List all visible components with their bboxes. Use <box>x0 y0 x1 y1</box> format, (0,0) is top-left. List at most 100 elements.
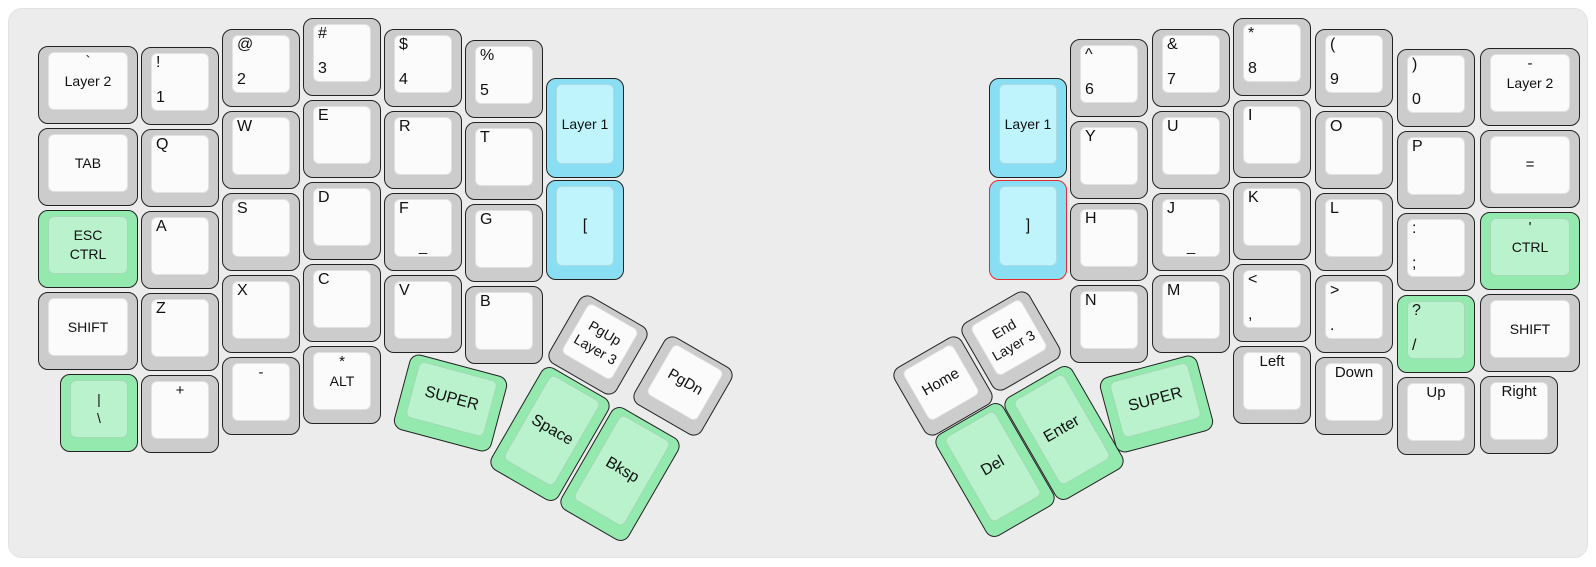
key-lbracket[interactable]: [ <box>546 180 624 280</box>
key-y[interactable]: Y <box>1070 121 1148 199</box>
key-h[interactable]: H <box>1070 203 1148 281</box>
key-2-label-bl: 2 <box>237 71 246 88</box>
key-shift-right[interactable]: SHIFT <box>1480 294 1580 372</box>
key-x[interactable]: X <box>222 275 300 353</box>
key-8-label-bl: 8 <box>1248 60 1257 77</box>
key-u[interactable]: U <box>1152 111 1230 189</box>
key-pipe-backslash-label: |\ <box>61 380 137 438</box>
key-g[interactable]: G <box>465 204 543 282</box>
key-slash-label-bl: / <box>1412 337 1417 354</box>
key-super-right-label-line: SUPER <box>1126 384 1184 415</box>
key-shift-left[interactable]: SHIFT <box>38 292 138 370</box>
key-w[interactable]: W <box>222 111 300 189</box>
key-pipe-backslash-label-line: \ <box>97 410 101 426</box>
key-right-arrow[interactable]: Right <box>1480 376 1558 454</box>
key-w-label-tl: W <box>237 118 253 135</box>
key-slash-cap <box>1407 301 1465 359</box>
key-rbracket[interactable]: ] <box>989 180 1067 280</box>
key-c[interactable]: C <box>303 264 381 342</box>
key-9[interactable]: (9 <box>1315 29 1393 107</box>
key-plus[interactable]: + <box>141 375 219 453</box>
key-minus-layer2-label: Layer 2 <box>1481 54 1579 112</box>
key-comma[interactable]: <, <box>1233 264 1311 342</box>
key-q[interactable]: Q <box>141 129 219 207</box>
key-1-label-bl: 1 <box>156 89 165 106</box>
key-pipe-backslash-cap <box>70 380 128 438</box>
key-down-arrow[interactable]: Down <box>1315 357 1393 435</box>
key-l[interactable]: L <box>1315 193 1393 271</box>
key-z-label-tl: Z <box>156 300 166 317</box>
key-z[interactable]: Z <box>141 293 219 371</box>
key-j[interactable]: J_ <box>1152 193 1230 271</box>
key-layer1-left[interactable]: Layer 1 <box>546 78 624 178</box>
key-alt-cap <box>313 352 371 410</box>
key-layer2-grave-label-tc: ` <box>85 53 91 70</box>
key-alt-label-tc: * <box>339 353 345 370</box>
key-8-cap <box>1243 24 1301 82</box>
key-alt[interactable]: *ALT <box>303 346 381 424</box>
key-a[interactable]: A <box>141 211 219 289</box>
key-period[interactable]: >. <box>1315 275 1393 353</box>
key-slash[interactable]: ?/ <box>1397 295 1475 373</box>
key-s-label-tl: S <box>237 200 248 217</box>
key-6-cap <box>1080 45 1138 103</box>
key-y-label-tl: Y <box>1085 128 1096 145</box>
key-i[interactable]: I <box>1233 100 1311 178</box>
key-p[interactable]: P <box>1397 131 1475 209</box>
key-comma-cap <box>1243 270 1301 328</box>
key-4[interactable]: $4 <box>384 29 462 107</box>
key-s[interactable]: S <box>222 193 300 271</box>
key-quote-ctrl[interactable]: 'CTRL <box>1480 212 1580 290</box>
key-minus-left[interactable]: - <box>222 357 300 435</box>
key-8[interactable]: *8 <box>1233 18 1311 96</box>
key-v[interactable]: V <box>384 275 462 353</box>
key-f[interactable]: F_ <box>384 193 462 271</box>
key-layer1-right-label: Layer 1 <box>990 84 1066 164</box>
key-right-arrow-cap <box>1490 382 1548 440</box>
key-left-arrow[interactable]: Left <box>1233 346 1311 424</box>
key-t[interactable]: T <box>465 122 543 200</box>
key-f-label-tl: F <box>399 200 409 217</box>
key-up-arrow[interactable]: Up <box>1397 377 1475 455</box>
key-k-label-tl: K <box>1248 189 1259 206</box>
key-r[interactable]: R <box>384 111 462 189</box>
key-layer1-left-label-line: Layer 1 <box>561 115 609 132</box>
key-right-arrow-label-tc: Right <box>1501 383 1537 400</box>
key-7-label-bl: 7 <box>1167 71 1176 88</box>
key-k[interactable]: K <box>1233 182 1311 260</box>
key-f-cap <box>394 199 452 257</box>
key-7[interactable]: &7 <box>1152 29 1230 107</box>
key-b[interactable]: B <box>465 286 543 364</box>
key-e[interactable]: E <box>303 100 381 178</box>
key-d[interactable]: D <box>303 182 381 260</box>
key-6[interactable]: ^6 <box>1070 39 1148 117</box>
key-quote-ctrl-label-line: CTRL <box>1511 238 1549 255</box>
key-0[interactable]: )0 <box>1397 49 1475 127</box>
key-semicolon[interactable]: :; <box>1397 213 1475 291</box>
key-g-cap <box>475 210 533 268</box>
key-n[interactable]: N <box>1070 285 1148 363</box>
key-minus-layer2[interactable]: -Layer 2 <box>1480 48 1580 126</box>
key-equals[interactable]: = <box>1480 130 1580 208</box>
key-layer1-right[interactable]: Layer 1 <box>989 78 1067 178</box>
key-minus-left-label-tc: - <box>258 364 264 381</box>
key-p-cap <box>1407 137 1465 195</box>
key-2[interactable]: @2 <box>222 29 300 107</box>
key-1[interactable]: !1 <box>141 47 219 125</box>
key-pipe-backslash[interactable]: |\ <box>60 374 138 452</box>
key-up-arrow-label-tc: Up <box>1426 384 1446 401</box>
key-f-label-bc: _ <box>418 238 428 255</box>
key-3-label-tl: # <box>318 25 327 42</box>
key-5-cap <box>475 46 533 104</box>
key-o[interactable]: O <box>1315 111 1393 189</box>
key-layer2-grave[interactable]: `Layer 2 <box>38 46 138 124</box>
key-0-label-tl: ) <box>1412 56 1418 73</box>
key-z-cap <box>151 299 209 357</box>
key-3[interactable]: #3 <box>303 18 381 96</box>
key-m[interactable]: M <box>1152 275 1230 353</box>
key-5[interactable]: %5 <box>465 40 543 118</box>
key-period-label-tl: > <box>1330 282 1340 299</box>
key-layer1-right-label-line: Layer 1 <box>1004 115 1052 132</box>
key-tab[interactable]: TAB <box>38 128 138 206</box>
